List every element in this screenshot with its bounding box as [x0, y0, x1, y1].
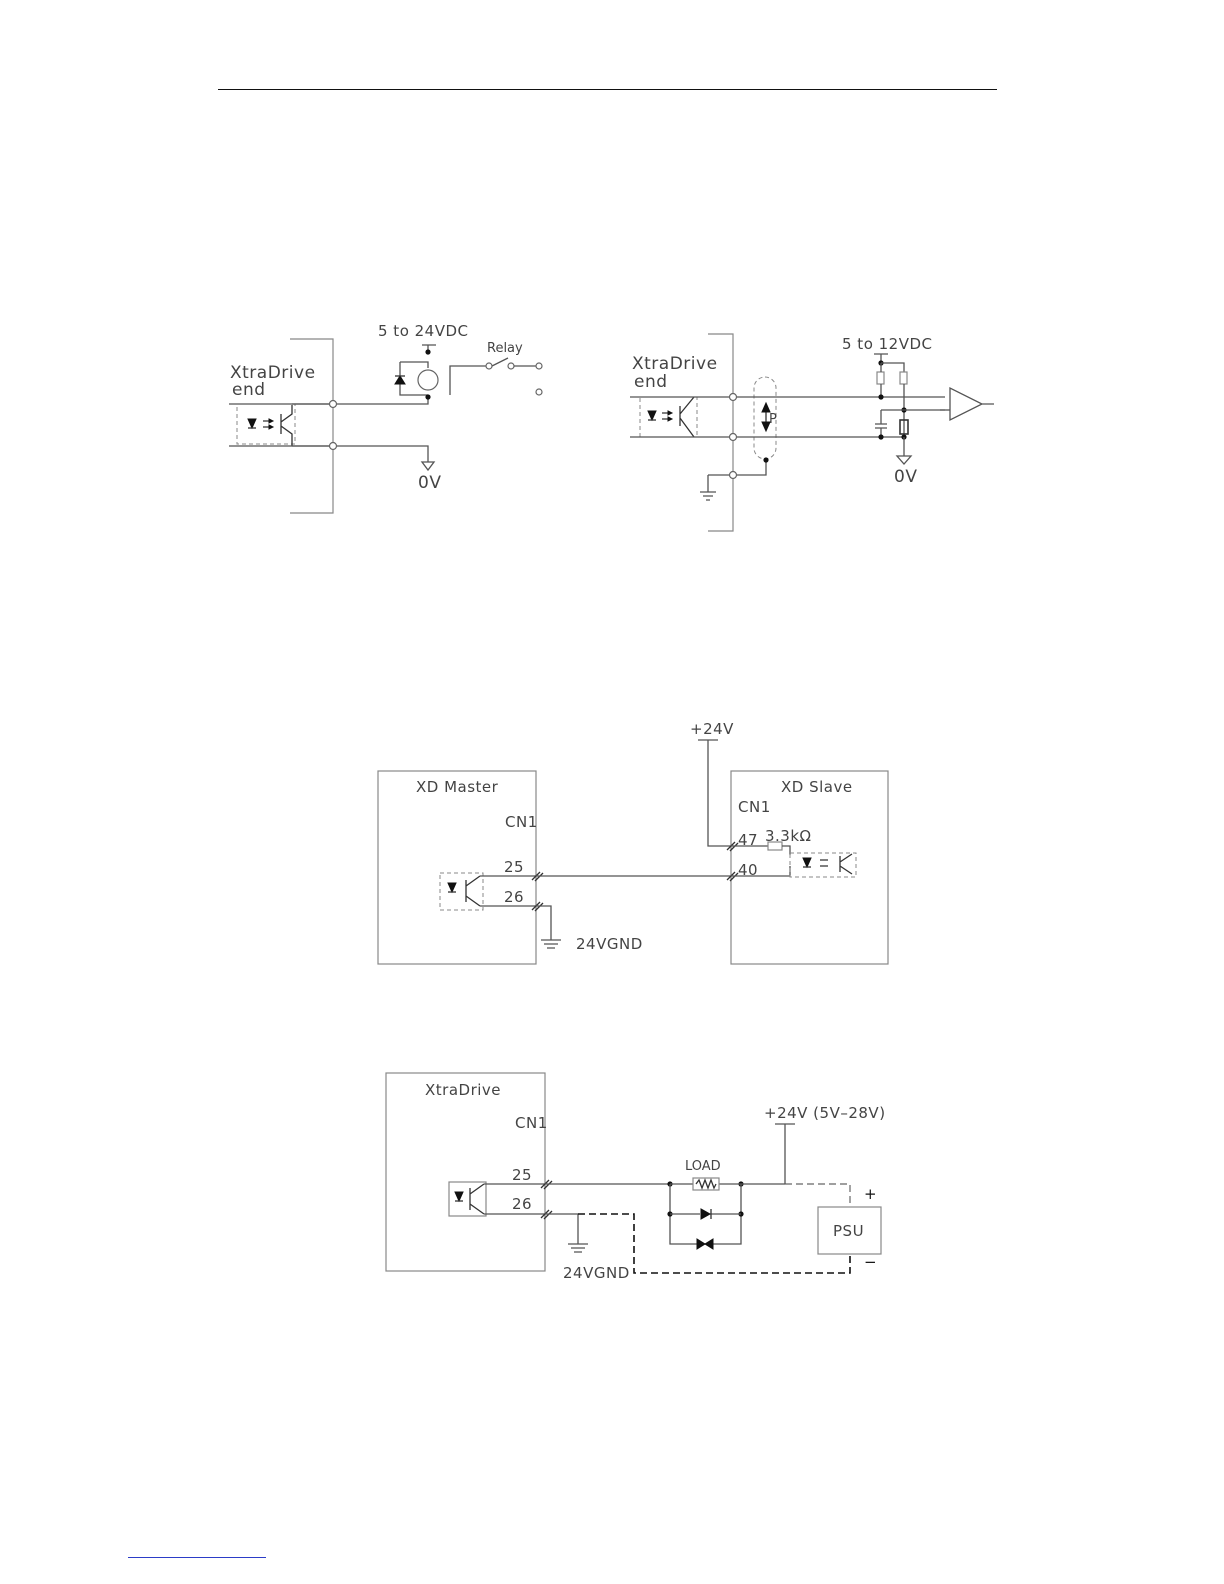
drive-label: XtraDrive: [425, 1081, 501, 1099]
load-label: LOAD: [685, 1159, 721, 1174]
cn1-label: CN1: [515, 1114, 548, 1132]
psu-label: PSU: [833, 1222, 864, 1240]
pin-26: 26: [512, 1195, 532, 1213]
ground-label: 24VGND: [563, 1264, 630, 1282]
psu-minus: −: [864, 1253, 877, 1271]
footer-link-underline[interactable]: [128, 1557, 266, 1558]
psu-plus: +: [864, 1185, 877, 1203]
supply-label: +24V (5V–28V): [764, 1104, 886, 1122]
pin-25: 25: [512, 1166, 532, 1184]
optocoupler: [449, 1182, 486, 1216]
